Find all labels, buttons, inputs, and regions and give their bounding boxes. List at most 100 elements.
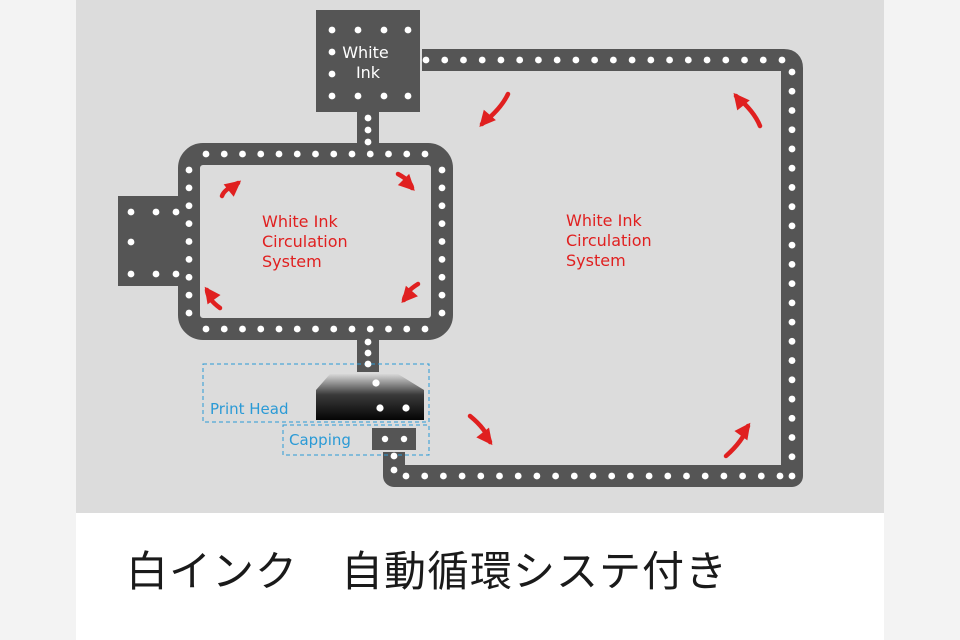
flow-arrow-head bbox=[476, 427, 493, 446]
pipe-dot bbox=[354, 92, 362, 100]
pipe-dot bbox=[788, 318, 796, 326]
pipe-dot bbox=[328, 26, 336, 34]
pipe-dot bbox=[438, 166, 446, 174]
pipe-dot bbox=[683, 472, 690, 480]
pipe-dot bbox=[385, 325, 392, 333]
pipe-dot bbox=[257, 325, 265, 333]
pipe-dot bbox=[591, 56, 599, 64]
pipe-dot bbox=[366, 150, 374, 158]
flow-arrow-head bbox=[479, 109, 496, 128]
flow-arrow-head bbox=[397, 173, 415, 191]
pipe-dot bbox=[514, 472, 522, 480]
pipe-dot bbox=[330, 150, 338, 158]
pipe-dot bbox=[328, 48, 336, 56]
pipe-dot bbox=[788, 472, 796, 480]
pipe-dot bbox=[460, 56, 467, 64]
pipe-dot bbox=[533, 472, 541, 480]
pipe-dot bbox=[364, 349, 372, 357]
pipe-dot bbox=[185, 291, 193, 299]
pipe-dot bbox=[759, 56, 767, 64]
pipe-dot bbox=[788, 260, 796, 268]
pipe-dot bbox=[438, 220, 446, 228]
pipe-dot bbox=[402, 404, 410, 412]
pipe-dot bbox=[788, 337, 796, 345]
pipe-dot bbox=[364, 126, 372, 134]
pipe-dot bbox=[478, 56, 486, 64]
pipe-dot bbox=[477, 472, 485, 480]
pipe-dot bbox=[202, 325, 210, 333]
pipe-dot bbox=[328, 92, 336, 100]
pipe-dot bbox=[185, 238, 193, 245]
small-loop-label: White Ink Circulation System bbox=[262, 212, 353, 271]
pipe-dot bbox=[380, 26, 388, 34]
pipe-dot bbox=[185, 166, 193, 174]
pipe-dot bbox=[364, 338, 372, 346]
pipe-dot bbox=[438, 273, 446, 281]
pipe-dot bbox=[553, 56, 561, 64]
pipe-dot bbox=[376, 404, 384, 412]
pipe-dot bbox=[402, 472, 410, 480]
pipe-dot bbox=[757, 472, 765, 480]
pipe-dot bbox=[788, 414, 796, 422]
pipe-dot bbox=[400, 435, 408, 443]
pipe-dot bbox=[172, 270, 180, 278]
pipe-dot bbox=[421, 325, 429, 333]
pipe-dot bbox=[703, 56, 711, 64]
pipe-dot bbox=[778, 56, 786, 64]
pipe-dot bbox=[403, 150, 411, 158]
pipe-dot bbox=[609, 56, 617, 64]
capping-label: Capping bbox=[289, 431, 351, 449]
pipe-dot bbox=[404, 92, 412, 100]
pipe-dot bbox=[788, 241, 796, 249]
pipe-dot bbox=[438, 202, 446, 210]
capping-block bbox=[372, 428, 416, 450]
pipe-dot bbox=[788, 203, 796, 211]
pipe-dot bbox=[390, 466, 398, 474]
pipe-dot bbox=[788, 376, 796, 384]
tank-label: White Ink bbox=[342, 43, 394, 82]
pipe-dot bbox=[364, 114, 372, 122]
pipe-dot bbox=[372, 379, 380, 387]
print-head bbox=[316, 374, 424, 420]
pipe-dot bbox=[185, 309, 193, 317]
pipe-dot bbox=[684, 56, 692, 64]
pipe-dot bbox=[788, 299, 796, 307]
pipe-dot bbox=[788, 164, 796, 172]
pipe-dot bbox=[348, 325, 356, 333]
pipe-dot bbox=[516, 56, 524, 64]
ink-circulation-diagram: White Ink White Ink Circulation System W… bbox=[76, 0, 884, 513]
pipe-dot bbox=[788, 395, 796, 403]
pipe-dot bbox=[348, 150, 356, 158]
pipe-dot bbox=[364, 138, 372, 146]
pipe-dot bbox=[628, 56, 636, 64]
pipe-dot bbox=[172, 208, 180, 216]
pipe-dot bbox=[239, 150, 246, 158]
pipe-dot bbox=[403, 325, 411, 333]
pipe-dot bbox=[535, 56, 542, 64]
pipe-dot bbox=[185, 273, 193, 281]
flow-arrow-head bbox=[733, 92, 750, 111]
pipe-dot bbox=[572, 56, 580, 64]
pipe-dot bbox=[788, 126, 796, 134]
pipe-dot bbox=[552, 472, 559, 480]
pipe-dot bbox=[202, 150, 210, 158]
pipe-dot bbox=[381, 435, 389, 443]
pipe-dot bbox=[720, 472, 728, 480]
flow-arrow-head bbox=[734, 422, 751, 441]
pipe-dot bbox=[330, 325, 338, 333]
pipe-dot bbox=[440, 472, 447, 480]
capping-callout-box bbox=[282, 424, 430, 456]
pipe-dot bbox=[364, 360, 372, 368]
print-head-callout-box bbox=[202, 363, 430, 423]
pipe-dot bbox=[458, 472, 466, 480]
pipe-dot bbox=[739, 472, 746, 480]
pipe-dot bbox=[220, 150, 228, 158]
pipe-dot bbox=[152, 208, 160, 216]
pipe-dot bbox=[438, 309, 446, 317]
pipe-dot bbox=[441, 56, 449, 64]
pipe-dot bbox=[497, 56, 505, 64]
pipe-dot bbox=[366, 325, 374, 333]
pipe-dot bbox=[185, 220, 193, 228]
pipe-dot bbox=[788, 107, 796, 114]
pipe-dot bbox=[257, 150, 265, 158]
